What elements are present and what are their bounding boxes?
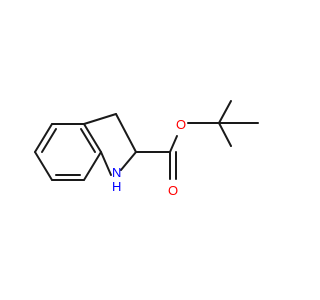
bond-tbu-bottom-methyl [218,122,232,147]
bond-c3-c2 [115,113,137,153]
indoline-tert-butyl-ester-structure: O O N H [34,100,259,198]
bond-ring-right-bottom [83,151,102,181]
bond-aromatic-inner-2 [80,128,96,153]
bond-ring-left-bottom [34,151,53,181]
molecule-canvas: O O N H [34,100,259,198]
ester-oxygen-label: O [176,117,186,132]
bond-ring-top-a [34,123,53,153]
nitrogen-label: N [112,165,121,180]
bond-n-c7a [100,151,112,176]
hydrogen-label: H [112,179,121,194]
bond-aromatic-inner-1 [41,128,57,153]
bond-tbu-top-methyl [218,100,232,124]
carbonyl-oxygen-label: O [168,183,178,198]
bond-c3-upper [83,113,117,125]
bond-c2-n [120,151,137,171]
bond-ring-right-top [83,123,102,153]
bond-carbonyl-o-single [169,135,178,153]
